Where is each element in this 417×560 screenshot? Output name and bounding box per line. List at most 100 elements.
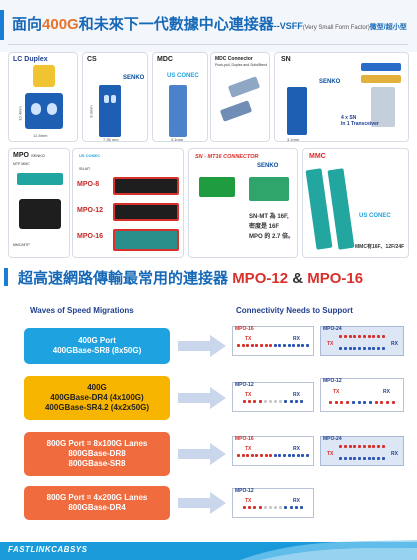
conn-card-label: MPO-12	[323, 378, 342, 384]
speed-box-4: 800G Port = 4x200G Lanes 800GBase-DR4	[24, 486, 170, 520]
arrow-icon	[178, 335, 226, 357]
column-head-right: Connectivity Needs to Support	[236, 306, 353, 315]
fiber-row	[329, 401, 395, 405]
speed-4-line1: 800G Port = 4x200G Lanes	[46, 493, 148, 502]
conn-card-mpo12-row2a: MPO-12 TX RX	[232, 382, 314, 412]
section2-accent	[4, 268, 8, 286]
panel-sn-mt: SN - MT16 CONNECTOR SENKO SN-MT 為 16F, 密…	[188, 148, 298, 258]
conn-card-mpo12-row2b: MPO-12 TX RX	[320, 378, 404, 412]
panel-mmc: MMC US CONEC MMC有16F、12F/24F	[302, 148, 409, 258]
conn-card-mpo16-row1: MPO-16 TX RX	[232, 326, 314, 356]
mpo-label: MPO	[13, 152, 29, 159]
header-accent	[0, 10, 4, 40]
panel-mpo: MPO SENKO MTP MMC MMC/MTP	[8, 148, 70, 258]
page-title: 面向400G和未來下一代數據中心連接器--VSFF(Very Small For…	[12, 16, 407, 33]
mpo-connector-image	[17, 173, 63, 185]
sn-label: SN	[281, 56, 291, 63]
conn-card-mpo24-row1: MPO-24 TX RX	[320, 326, 404, 356]
header-bar	[0, 0, 417, 52]
speed-2-line3: 400GBase-SR4.2 (4x2x50G)	[44, 403, 150, 412]
cs-ferrule-1	[104, 95, 109, 103]
cs-label: CS	[87, 56, 97, 63]
mpo-12-image	[113, 203, 179, 221]
conn-card-rx: RX	[391, 451, 398, 457]
mpo-brand: SENKO	[31, 153, 46, 158]
mdc-brand: US CONEC	[167, 73, 199, 79]
conn-card-rx: RX	[383, 389, 390, 395]
lc-duplex-connector-image	[33, 65, 55, 87]
speed-box-1: 400G Port 400GBase-SR8 (8x50G)	[24, 328, 170, 364]
conn-card-rx: RX	[293, 498, 300, 504]
speed-3-line3: 800GBase-SR8	[68, 459, 126, 468]
cs-ferrule-2	[111, 95, 116, 103]
sn-dim-width: 3.1mm	[287, 137, 300, 142]
mdc-connector-label: MDC Connector	[215, 56, 253, 62]
mdc-dim-width: 3.1mm	[171, 137, 184, 142]
sn-mt-note1: SN-MT 為 16F,	[249, 214, 289, 220]
sn-mt-note2: 密度是 16F	[249, 224, 280, 230]
fiber-row	[339, 457, 385, 461]
panel-mdc-connector: MDC Connector Push-pull, Duplex and Soli…	[210, 52, 270, 142]
cs-brand: SENKO	[123, 75, 145, 81]
sn-transceiver-image	[371, 87, 395, 127]
speed-4-line2: 800GBase-DR4	[68, 503, 126, 512]
cs-dim-width: 7.35 mm	[103, 137, 119, 142]
fiber-row	[237, 344, 309, 348]
arrow-icon	[178, 492, 226, 514]
sn-connector-image	[287, 87, 307, 135]
sn-mt-image	[199, 177, 235, 197]
sn-mt-note3: MPO 的 2.7 倍。	[249, 234, 295, 240]
cs-dim-height: 8.0mm	[88, 105, 94, 118]
conn-card-rx: RX	[293, 336, 300, 342]
speed-1-line2: 400GBase-SR8 (8x50G)	[52, 346, 142, 355]
conn-card-rx: RX	[391, 341, 398, 347]
conn-card-mpo24-row3: MPO-24 TX RX	[320, 436, 404, 466]
mdc-connector-image-1	[227, 76, 261, 98]
fiber-row	[237, 454, 309, 458]
mpo-sub2: MMC/MTP	[13, 243, 30, 247]
arrow-icon	[178, 387, 226, 409]
panel-mpo-variants: US CONEC SN-MT MPO-8 MPO-12 MPO-16	[72, 148, 184, 258]
conn-card-tx: TX	[333, 389, 340, 395]
sn-mt-module-image	[249, 177, 289, 201]
fiber-row	[339, 335, 385, 339]
speed-1-line1: 400G Port	[78, 336, 116, 345]
mpo-sub1: MTP MMC	[13, 162, 30, 166]
column-head-left: Waves of Speed Migrations	[30, 306, 134, 315]
sn-brand: SENKO	[319, 79, 341, 85]
fiber-row	[339, 445, 385, 449]
mpo-front-image	[19, 199, 61, 229]
lc-dim-width: 12.8mm	[33, 133, 48, 138]
footer-brand: FASTLINKCABSYS	[8, 545, 88, 554]
mpo-16-label: MPO-16	[77, 233, 104, 240]
mpo-variants-brand2: SN-MT	[79, 167, 91, 171]
sn-mt-label: SN - MT16 CONNECTOR	[195, 154, 259, 160]
sn-note: 4 x SN In 1 Transceiver	[341, 115, 379, 127]
conn-card-rx: RX	[293, 392, 300, 398]
mmc-label: MMC	[309, 153, 326, 160]
speed-3-line2: 800GBase-DR8	[68, 449, 126, 458]
lc-ferrule-left	[31, 103, 41, 115]
speed-box-3: 800G Port = 8x100G Lanes 800GBase-DR8 80…	[24, 432, 170, 476]
sn-mt-brand: SENKO	[257, 163, 279, 169]
mdc-connector-image	[169, 85, 187, 137]
fiber-row	[243, 506, 303, 510]
mpo-8-image	[113, 177, 179, 195]
conn-card-label: MPO-24	[323, 326, 342, 332]
mmc-note: MMC有16F、12F/24F	[355, 244, 405, 250]
lc-dim-height: 10.4mm	[17, 106, 23, 121]
conn-card-tx: TX	[327, 341, 334, 347]
conn-card-tx: TX	[245, 498, 252, 504]
mdc-connector-sublabel: Push-pull, Duplex and Solid/Bend	[215, 63, 268, 67]
conn-card-tx: TX	[245, 336, 252, 342]
conn-card-label: MPO-12	[235, 488, 254, 494]
mpo-16-image	[113, 229, 179, 251]
mpo-12-label: MPO-12	[77, 207, 104, 214]
cs-connector-image	[99, 85, 121, 137]
conn-card-label: MPO-16	[235, 436, 254, 442]
conn-card-label: MPO-12	[235, 382, 254, 388]
speed-2-line2: 400GBase-DR4 (4x100G)	[50, 393, 144, 402]
conn-card-label: MPO-24	[323, 436, 342, 442]
mmc-connector-image-2	[327, 168, 355, 250]
conn-card-tx: TX	[327, 451, 334, 457]
